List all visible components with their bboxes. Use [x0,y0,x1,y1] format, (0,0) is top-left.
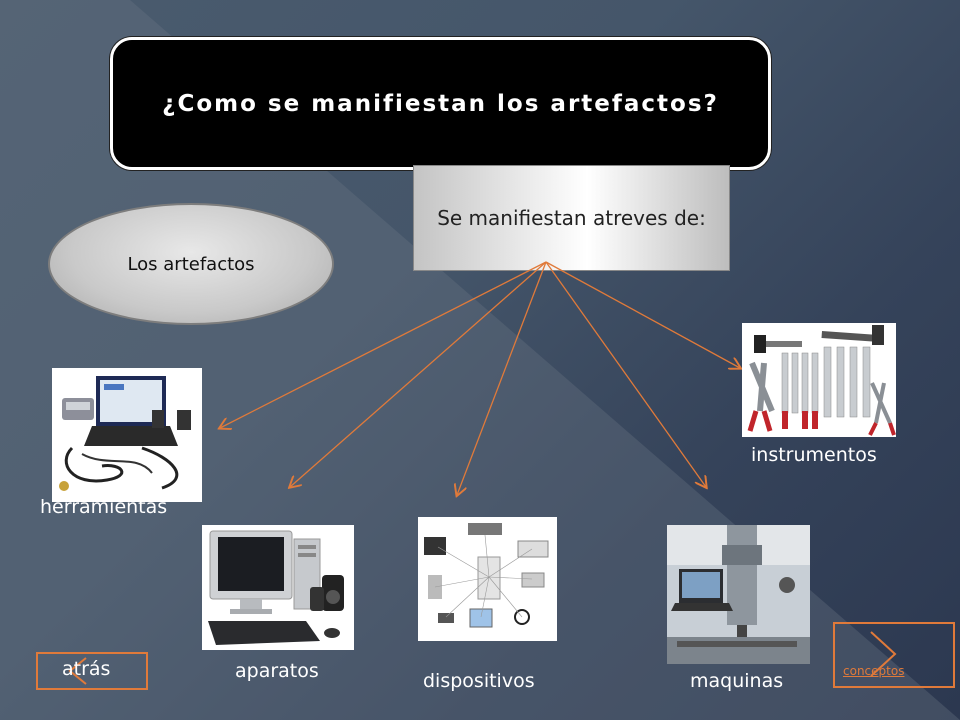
slide-title: ¿Como se manifiestan los artefactos? [162,90,719,117]
intro-box: Se manifiestan atreves de: [413,165,730,271]
next-arrow-icon [870,631,897,677]
arrow-herramientas [220,261,547,428]
intro-label: Se manifiestan atreves de: [437,206,706,230]
subject-ellipse: Los artefactos [48,203,334,325]
herramientas-image [52,368,202,502]
arrow-maquinas [545,261,706,487]
dispositivos-label: dispositivos [423,670,535,692]
subject-label: Los artefactos [127,253,255,275]
instrumentos-image [742,323,896,437]
maquinas-label: maquinas [690,670,784,692]
instrumentos-label: instrumentos [751,444,877,466]
herramientas-label: herramientas [40,496,168,518]
back-label: atrás [62,658,111,680]
aparatos-label: aparatos [235,660,319,682]
aparatos-image [202,525,354,650]
arrow-instrumentos [545,261,740,368]
arrow-dispositivos [457,261,547,495]
arrow-aparatos [290,261,547,487]
next-label[interactable]: conceptos [843,664,905,678]
next-button[interactable]: conceptos [833,622,955,688]
back-button[interactable]: atrás [36,652,148,690]
dispositivos-image [418,517,557,641]
maquinas-image [667,525,810,664]
back-arrow-icon [68,657,87,685]
